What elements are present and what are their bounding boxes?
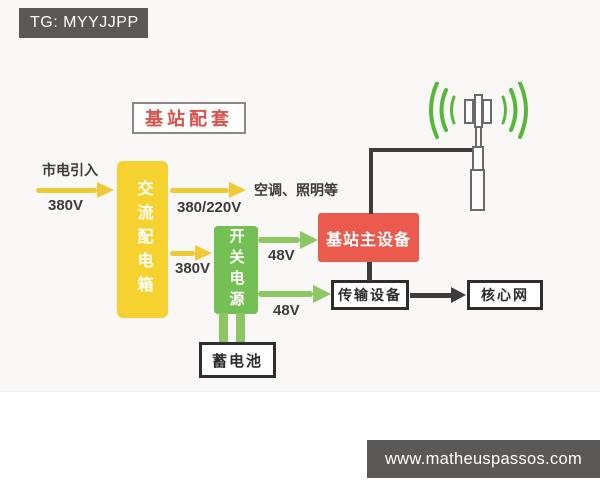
switching-power-label: 开关电源 xyxy=(227,228,245,312)
arrow-shaft xyxy=(170,250,195,256)
node-switching-power: 开关电源 xyxy=(214,226,258,314)
bts-main-label: 基站主设备 xyxy=(325,231,411,249)
battery-leg-right xyxy=(236,313,245,343)
arrow-shaft xyxy=(258,291,313,297)
node-core-network: 核心网 xyxy=(467,280,543,310)
battery-leg-left xyxy=(219,313,228,343)
website-label: www.matheuspassos.com xyxy=(384,449,583,468)
arrow-head xyxy=(300,231,318,249)
website-banner: www.matheuspassos.com xyxy=(367,440,600,478)
transmission-label: 传输设备 xyxy=(338,287,402,303)
mains-voltage-label: 380V xyxy=(48,197,84,214)
node-transmission-equipment: 传输设备 xyxy=(331,280,409,310)
arrow-shaft xyxy=(36,187,97,193)
feeder-line-horizontal xyxy=(369,148,474,152)
arrow-acbox-to-aircon xyxy=(170,182,246,198)
signal-waves-icon xyxy=(429,82,528,139)
arrow-transmission-to-core xyxy=(410,287,466,303)
feeder-line-vertical xyxy=(369,148,373,214)
arrow-acbox-to-switchpower xyxy=(170,245,212,261)
arrow-mains-to-acbox xyxy=(36,182,114,198)
diagram-title: 基站配套 xyxy=(145,109,233,129)
bts-to-transmission-line xyxy=(367,262,372,281)
switchpower-in-voltage-label: 380V xyxy=(175,260,211,277)
core-network-label: 核心网 xyxy=(481,287,529,303)
v48-trans-label: 48V xyxy=(273,302,300,319)
node-bts-main-equipment: 基站主设备 xyxy=(318,213,419,262)
arrow-head xyxy=(195,245,212,261)
arrow-head xyxy=(229,182,246,198)
arrow-shaft xyxy=(170,187,229,193)
arrow-switchpower-to-transmission xyxy=(258,285,331,303)
battery-label: 蓄电池 xyxy=(211,352,263,370)
arrow-head xyxy=(97,182,114,198)
mains-input-label: 市电引入 xyxy=(42,162,98,178)
arrow-shaft xyxy=(258,237,300,243)
tg-badge: TG: MYYJJPP xyxy=(19,8,148,38)
v48-main-label: 48V xyxy=(268,247,295,264)
diagram-title-box: 基站配套 xyxy=(132,102,246,134)
aircon-lighting-label: 空调、照明等 xyxy=(254,182,338,198)
arrow-head xyxy=(313,285,331,303)
arrow-shaft xyxy=(410,292,451,298)
arrow-head xyxy=(451,287,466,303)
antenna-mast xyxy=(464,94,492,211)
node-ac-distribution-box: 交流配电箱 xyxy=(117,161,168,318)
node-battery: 蓄电池 xyxy=(199,342,276,378)
tg-badge-label: TG: MYYJJPP xyxy=(30,14,139,31)
arrow-switchpower-to-btsmain xyxy=(258,231,318,249)
antenna-icon xyxy=(429,82,528,211)
ac-distribution-label: 交流配电箱 xyxy=(134,179,152,300)
out-voltage-label: 380/220V xyxy=(177,199,242,216)
